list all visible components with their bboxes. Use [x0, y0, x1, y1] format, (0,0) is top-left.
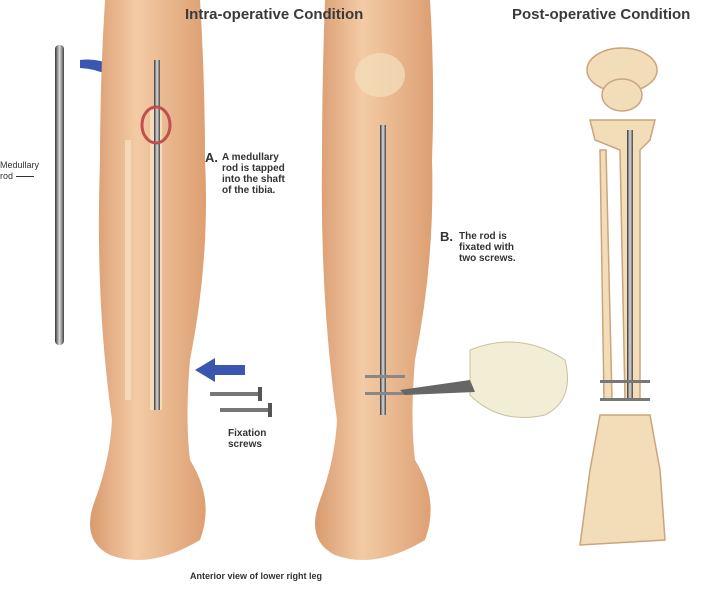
- step-b-text: The rod is fixated with two screws.: [459, 231, 516, 264]
- step-b-line: The rod is: [459, 231, 507, 242]
- gloved-hand-screwdriver: [400, 341, 568, 418]
- title-post-operative: Post-operative Condition: [512, 6, 691, 23]
- label-medullary-rod: Medullary rod: [0, 160, 39, 182]
- fixation-screws-line1: Fixation: [228, 428, 267, 439]
- step-a-line: A medullary: [222, 152, 279, 163]
- label-fixation-screws: Fixation screws: [228, 428, 266, 450]
- label-medullary-rod-line1: Medullary: [0, 160, 40, 170]
- fixation-screws: [210, 387, 272, 417]
- skeleton-postoperative: [579, 47, 666, 546]
- medullary-rod-standalone: [55, 45, 64, 345]
- step-a-text: A medullary rod is tapped into the shaft…: [222, 152, 285, 196]
- rod-text: rod: [0, 171, 14, 181]
- step-b-line: fixated with: [459, 242, 515, 253]
- step-b-letter: B.: [440, 229, 453, 244]
- step-a-line: rod is tapped: [222, 163, 285, 174]
- step-a-line: of the tibia.: [222, 185, 276, 196]
- screw-direction-arrow-icon: [195, 358, 245, 382]
- step-a-letter: A.: [205, 150, 218, 165]
- caption: Anterior view of lower right leg: [190, 571, 323, 581]
- leg-intraoperative-a: [90, 0, 206, 560]
- title-intra-operative: Intra-operative Condition: [185, 6, 364, 23]
- label-medullary-rod-line2: rod: [0, 171, 39, 182]
- step-a-line: into the shaft: [222, 174, 285, 185]
- leg-intraoperative-b: [315, 0, 434, 560]
- fixation-screws-line2: screws: [228, 439, 262, 450]
- step-b-line: two screws.: [459, 253, 516, 264]
